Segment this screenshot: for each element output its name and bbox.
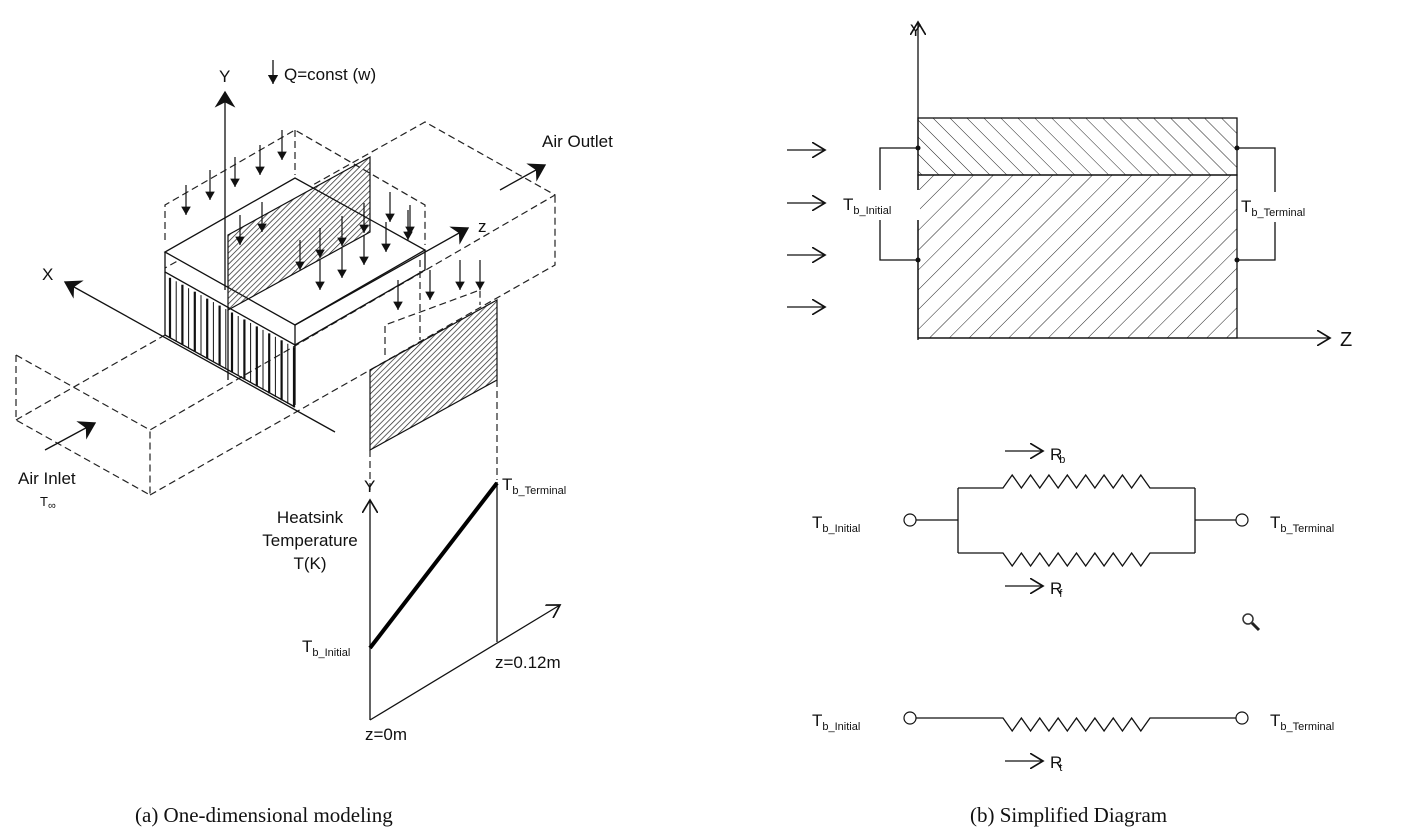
x-axis: [63, 280, 336, 433]
air-outlet-label: Air Outlet: [542, 132, 613, 151]
temperature-line: [368, 481, 499, 650]
air-outlet-arrow: [499, 163, 547, 191]
graph-ylabel-2: Temperature: [262, 531, 357, 550]
panel-a-isometric-model: Y X z Q=const (w) Air Outlet Air Inlet T…: [15, 60, 613, 827]
series-t-initial: Tb_Initial: [812, 711, 860, 733]
hatched-cut-plane: [227, 155, 371, 312]
base-region: [917, 117, 1238, 176]
resistor-rb: [958, 473, 1195, 490]
air-inlet-label: Air Inlet: [18, 469, 76, 488]
rb-label: Rb: [1050, 445, 1065, 466]
air-duct: [15, 121, 557, 497]
parallel-resistance-circuit: Rb Rf Tb_Initial Tb_Terminal: [812, 445, 1334, 600]
fin-region: [917, 174, 1238, 339]
heat-flux-arrows: [181, 130, 485, 310]
series-resistance-circuit: Rt Tb_Initial Tb_Terminal: [812, 711, 1334, 774]
parallel-t-terminal: Tb_Terminal: [1270, 513, 1334, 535]
projected-heatsink-section: [369, 298, 498, 452]
rf-label: Rf: [1050, 579, 1063, 600]
graph-ylabel-3: T(K): [293, 554, 326, 573]
z-axis: [294, 226, 470, 326]
rt-label: Rt: [1050, 753, 1062, 774]
t-infinity-label: T∞: [40, 494, 56, 512]
y-axis-label: Y: [219, 67, 230, 86]
x-axis-label: X: [42, 265, 53, 284]
parallel-t-initial: Tb_Initial: [812, 513, 860, 535]
resistor-rf: [958, 551, 1195, 568]
magnifier-icon[interactable]: [1242, 613, 1261, 632]
b-t-terminal-label: Tb_Terminal: [1241, 197, 1305, 219]
heatsink-fins: [164, 277, 296, 408]
graph-y-label: Y: [364, 477, 375, 496]
graph-ylabel-1: Heatsink: [277, 508, 344, 527]
panel-b-simplified-diagram: Y Z Tb_Initial Tb_Terminal Rb Rf Tb_Init…: [787, 21, 1352, 827]
resistor-rt: [916, 716, 1236, 733]
b-t-initial-label: Tb_Initial: [843, 195, 891, 217]
air-inlet-arrow: [44, 421, 97, 451]
graph-t-initial-label: Tb_Initial: [302, 637, 350, 659]
graph-z-start-label: z=0m: [365, 725, 407, 744]
series-t-terminal: Tb_Terminal: [1270, 711, 1334, 733]
caption-b: (b) Simplified Diagram: [970, 803, 1167, 827]
heat-load-label: Q=const (w): [284, 65, 376, 84]
graph-z-axis: [369, 605, 560, 721]
airflow-arrows: [787, 150, 825, 307]
temperature-graph: Y Heatsink Temperature T(K) Tb_Initial T…: [262, 475, 566, 744]
b-z-label: Z: [1340, 329, 1352, 351]
z-axis-label: z: [478, 217, 487, 236]
graph-t-terminal-label: Tb_Terminal: [502, 475, 566, 497]
graph-z-end-label: z=0.12m: [495, 653, 561, 672]
b-y-label: Y: [910, 21, 921, 40]
caption-a: (a) One-dimensional modeling: [135, 803, 393, 827]
